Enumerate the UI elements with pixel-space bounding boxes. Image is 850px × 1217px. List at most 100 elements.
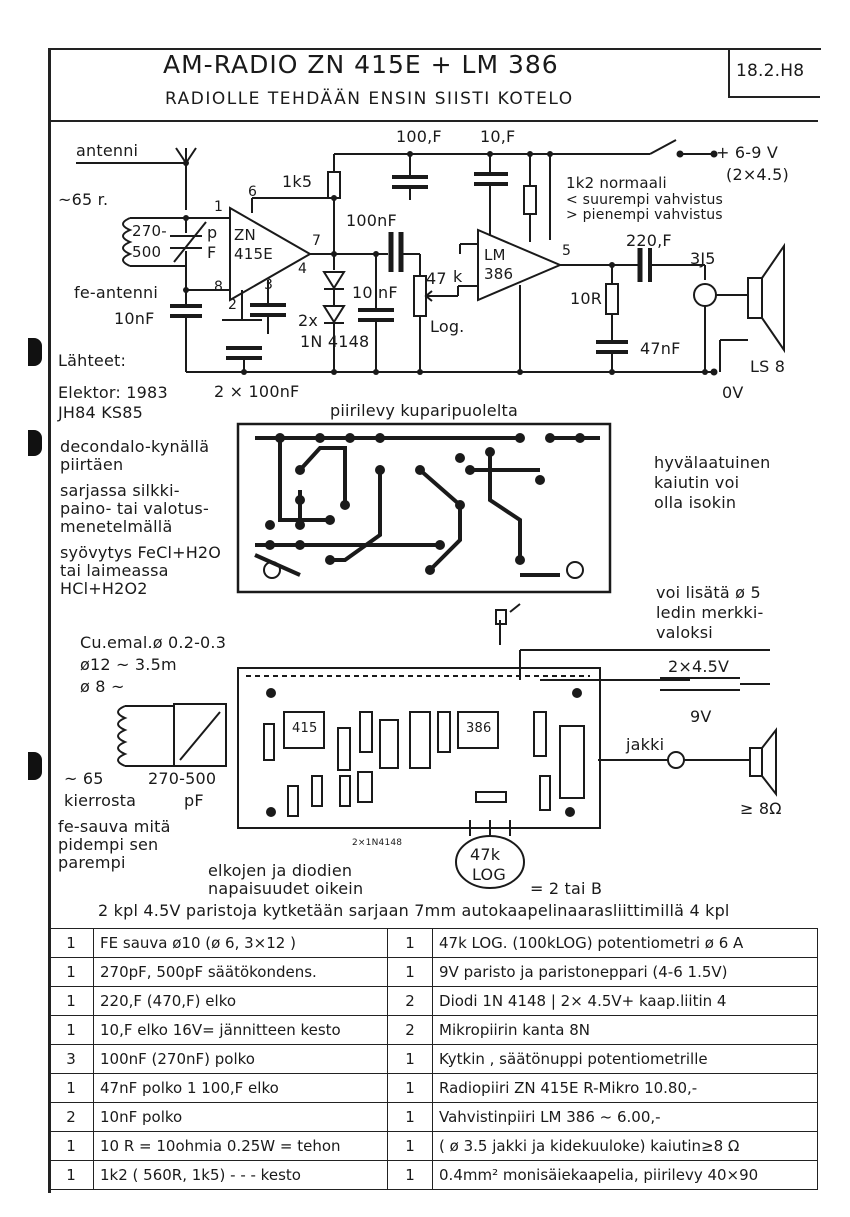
battery-9v-label: 9V	[690, 707, 712, 726]
sheet-frame	[48, 48, 821, 1193]
schematic-diagram	[76, 139, 785, 889]
label-speaker: LS 8	[750, 357, 786, 376]
speaker-note-3: olla isokin	[654, 493, 737, 512]
pcb-title: piirilevy kuparipuolelta	[330, 401, 518, 420]
label-pot-log: Log.	[430, 317, 465, 336]
label-pf-f: F	[207, 243, 217, 262]
label-supply: + 6-9 V	[716, 143, 779, 162]
label-pin-3: 3	[264, 277, 274, 293]
date: 18.2.H8	[736, 61, 805, 81]
qty-cell: 2	[387, 986, 434, 1016]
label-ic1-name-1: ZN	[234, 226, 256, 244]
qty-cell: 1	[387, 1073, 434, 1103]
table-row: 2 10nF polko 1 Vahvistinpiiri LM 386 ~ 6…	[48, 1102, 818, 1132]
pcb-note-1: decondalo-kynällä	[60, 437, 210, 456]
rod-note-2: pidempi sen	[58, 835, 159, 854]
label-pin-4: 4	[298, 261, 308, 277]
qty-cell: 1	[48, 986, 94, 1016]
label-turns: ~65 r.	[58, 190, 109, 209]
table-row: 1 FE sauva ø10 (ø 6, 3×12 ) 1 47k LOG. (…	[48, 928, 818, 958]
part-cell: 10nF polko	[92, 1102, 389, 1132]
pcb-note-3: sarjassa silkki-	[60, 481, 180, 500]
label-fe-antenna: fe-antenni	[74, 283, 159, 302]
coil-note-2: ø12 ~ 3.5m	[80, 655, 177, 674]
label-c10nf-mid: 10 nF	[352, 283, 398, 302]
label-antenna: antenni	[76, 141, 139, 160]
qty-cell: 1	[387, 1044, 434, 1074]
table-row: 1 10 R = 10ohmia 0.25W = tehon 1 ( ø 3.5…	[48, 1131, 818, 1161]
label-pin-5: 5	[562, 243, 572, 259]
cap-note-2: pF	[184, 791, 204, 810]
pcb-copper-view	[236, 422, 612, 594]
pcb-note-7: tai laimeassa	[60, 561, 169, 580]
label-ground: 0V	[722, 383, 744, 402]
label-c100uf: 100,F	[396, 127, 442, 146]
part-cell: 10,F elko 16V= jännitteen kesto	[92, 1015, 389, 1045]
table-row: 3 100nF (270nF) polko 1 Kytkin , säätönu…	[48, 1044, 818, 1074]
speaker-ohm-label: ≥ 8Ω	[740, 799, 782, 818]
label-ctune-1: 270-	[132, 222, 167, 240]
battery-label: 2×4.5V	[668, 657, 730, 676]
label-pf-p: p	[207, 223, 218, 242]
qty-cell: 1	[387, 957, 434, 987]
part-cell: FE sauva ø10 (ø 6, 3×12 )	[92, 928, 389, 958]
label-c10uf: 10,F	[480, 127, 516, 146]
pcb-note-2: piirtäen	[60, 455, 124, 474]
led-note-3: valoksi	[656, 623, 713, 642]
label-note-smaller: > pienempi vahvistus	[566, 207, 723, 223]
label-pot-k: k	[453, 267, 463, 286]
part-cell: 47k LOG. (100kLOG) potentiometri ø 6 A	[432, 928, 818, 958]
part-cell: 100nF (270nF) polko	[92, 1044, 389, 1074]
part-cell: Kytkin , säätönuppi potentiometrille	[432, 1044, 818, 1074]
led-note-2: ledin merkki-	[656, 603, 764, 622]
battery-instruction: 2 kpl 4.5V paristoja kytketään sarjaan 7…	[98, 901, 730, 920]
layout-ic1: 415	[292, 721, 318, 736]
qty-cell: 2	[387, 1015, 434, 1045]
part-cell: Vahvistinpiiri LM 386 ~ 6.00,-	[432, 1102, 818, 1132]
qty-cell: 1	[387, 1102, 434, 1132]
binder-mark	[28, 752, 42, 780]
speaker-note-2: kaiutin voi	[654, 473, 740, 492]
label-ctune-2: 500	[132, 243, 162, 261]
pcb-note-5: menetelmällä	[60, 517, 173, 536]
turns-note-2: kierrosta	[64, 791, 137, 810]
pot-equals: = 2 tai B	[530, 879, 603, 898]
pcb-note-8: HCl+H2O2	[60, 579, 148, 598]
part-cell: Diodi 1N 4148 | 2× 4.5V+ kaap.liitin 4	[432, 986, 818, 1016]
cap-note-1: 270-500	[148, 769, 217, 788]
part-cell: 220,F (470,F) elko	[92, 986, 389, 1016]
date-box	[728, 50, 820, 98]
label-pin-8: 8	[214, 279, 224, 295]
coil-note-1: Cu.emal.ø 0.2-0.3	[80, 633, 227, 652]
label-pin-2: 2	[228, 297, 238, 313]
led-note-1: voi lisätä ø 5	[656, 583, 761, 602]
rod-note-3: parempi	[58, 853, 126, 872]
label-c10nf-left: 10nF	[114, 309, 155, 328]
qty-cell: 1	[387, 928, 434, 958]
part-cell: 0.4mm² monisäiekaapelia, piirilevy 40×90	[432, 1160, 818, 1190]
part-cell: 1k2 ( 560R, 1k5) - - - kesto	[92, 1160, 389, 1190]
table-row: 1 10,F elko 16V= jännitteen kesto 2 Mikr…	[48, 1015, 818, 1045]
qty-cell: 1	[48, 1131, 94, 1161]
part-cell: 270pF, 500pF säätökondens.	[92, 957, 389, 987]
sources-heading: Lähteet:	[58, 351, 127, 370]
qty-cell: 1	[387, 1160, 434, 1190]
page-subtitle: RADIOLLE TEHDÄÄN ENSIN SIISTI KOTELO	[165, 89, 574, 109]
label-r1k5: 1k5	[282, 172, 313, 191]
layout-diodes-tiny: 2×1N4148	[352, 838, 403, 848]
qty-cell: 1	[48, 1015, 94, 1045]
polarity-note-2: napaisuudet oikein	[208, 879, 364, 898]
label-pin-7: 7	[312, 233, 322, 249]
label-note-bigger: < suurempi vahvistus	[566, 192, 724, 208]
qty-cell: 1	[48, 1073, 94, 1103]
rod-note-1: fe-sauva mitä	[58, 817, 171, 836]
table-row: 1 220,F (470,F) elko 2 Diodi 1N 4148 | 2…	[48, 986, 818, 1016]
jack-label: jakki	[626, 735, 665, 754]
label-ic2-name-2: 386	[484, 265, 514, 283]
label-pot-47: 47	[426, 269, 447, 288]
label-jack: 3J5	[690, 249, 716, 268]
pcb-note-6: syövytys FeCl+H2O	[60, 543, 222, 562]
component-layout-view	[117, 603, 777, 889]
page-title: AM-RADIO ZN 415E + LM 386	[163, 50, 559, 79]
table-row: 1 270pF, 500pF säätökondens. 1 9V parist…	[48, 957, 818, 987]
